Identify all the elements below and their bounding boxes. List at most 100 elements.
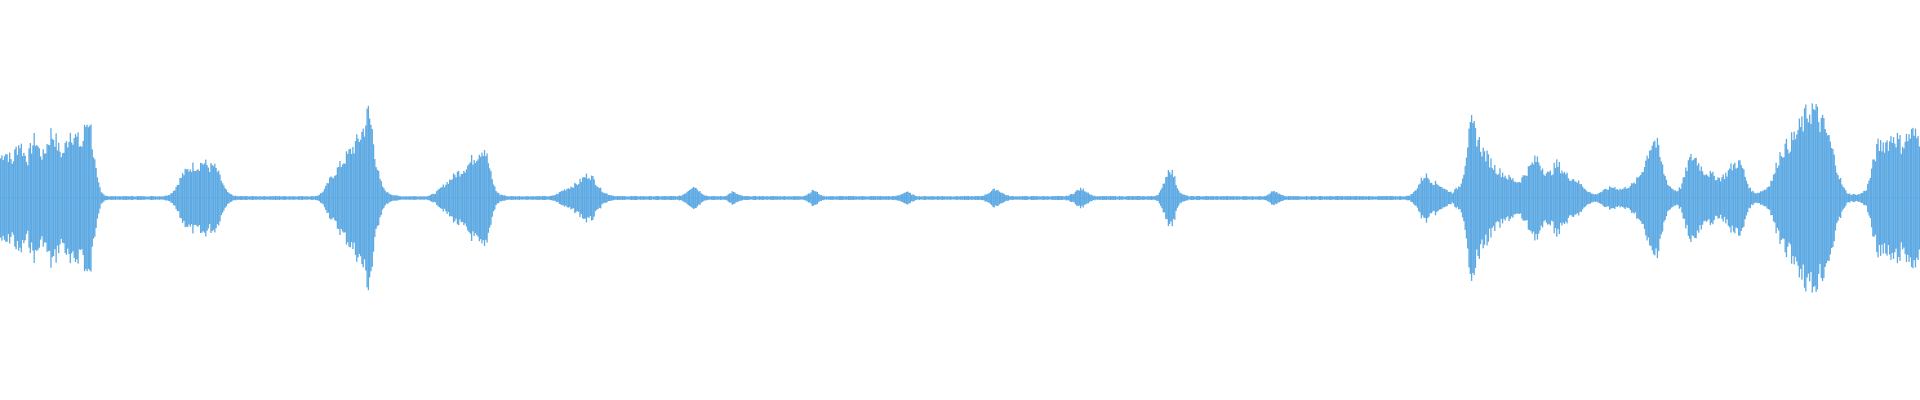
waveform-bar [1012,196,1015,200]
waveform-bar [883,196,886,200]
waveform-bar [1545,173,1548,223]
waveform-bar [929,196,931,200]
waveform-bar [678,195,680,201]
waveform-bar [1910,129,1913,267]
waveform-bar [1024,195,1026,201]
waveform-bar [1205,195,1207,200]
waveform-bar [730,193,732,203]
waveform-bar [923,195,926,201]
waveform-bar [51,138,53,258]
waveform-bar [638,196,640,200]
waveform-bar [446,182,448,214]
waveform-bar [81,146,83,250]
waveform-bar [505,196,508,200]
waveform-bar [1900,153,1902,243]
waveform-bar [1401,196,1403,200]
waveform-bar [1820,117,1822,279]
waveform-bar [1149,196,1151,200]
waveform-bar [1683,177,1686,219]
waveform-bar [585,173,588,223]
waveform-bar [1794,139,1797,257]
waveform-bar [407,196,410,200]
waveform-bar [1689,157,1691,239]
waveform-bar [237,196,239,200]
waveform-bar [384,190,386,206]
waveform-bar [381,186,384,210]
waveform-bar [646,196,648,200]
waveform-bar [327,183,330,213]
waveform-bar [1717,177,1719,219]
waveform-bar [757,196,759,200]
waveform-bar [1034,196,1037,200]
waveform-bar [1849,193,1851,203]
waveform-bar [1363,196,1366,200]
waveform-bar [1215,196,1217,200]
waveform-bar [1704,175,1706,221]
waveform-bar [1592,193,1594,203]
waveform-bar [54,146,56,250]
waveform-bar [849,196,851,200]
waveform-bar [1209,196,1211,200]
waveform-bar [993,188,995,208]
waveform-bar [1023,196,1025,200]
waveform-bar [904,192,906,204]
waveform-bar [1322,196,1324,200]
waveform-bar [1221,196,1224,200]
waveform-bar [197,169,199,227]
waveform-bar [765,196,767,200]
waveform-bar [1482,147,1484,249]
waveform-bar [152,196,154,200]
waveform-bar [1282,195,1284,201]
waveform-bar [1134,196,1136,200]
waveform-bar [665,196,668,200]
waveform-bar [579,178,581,218]
waveform-bar [1843,188,1846,208]
waveform-bar [108,196,110,200]
waveform-bar [189,169,191,227]
waveform-bar [476,160,478,236]
waveform-bar [590,175,593,221]
waveform-bar [998,191,1000,205]
waveform-bar [1165,177,1167,219]
waveform-bar [1136,196,1139,200]
waveform-bar [1,155,3,241]
waveform-bar [1560,173,1562,223]
waveform-bar [561,190,563,206]
waveform-bar [251,195,253,201]
waveform-bar [1815,104,1817,292]
waveform-bar [1108,196,1110,200]
waveform-bar [187,168,189,228]
waveform-bar [1692,159,1695,237]
waveform-bar [823,195,825,201]
waveform-bar [540,196,542,200]
waveform-bar [1038,196,1040,200]
waveform-bar [1365,196,1367,200]
waveform-bar [907,191,909,205]
waveform-bar [854,196,856,200]
waveform-bar [930,196,932,200]
waveform-bar [1450,191,1452,205]
waveform-bar [1325,196,1327,200]
waveform-bar [1669,186,1671,210]
waveform-bar [1744,176,1746,220]
waveform-bar [803,195,806,201]
waveform-bar [1107,196,1109,200]
waveform-bar [948,196,950,200]
waveform-bar [774,196,776,200]
waveform-bar [687,191,690,205]
waveform-bar [131,195,133,201]
waveform-bar [1748,188,1750,208]
waveform-bar [1510,179,1513,217]
waveform-bar [1116,196,1118,200]
waveform-bar [190,171,193,225]
waveform-bar [1891,143,1893,253]
waveform-bar [1103,195,1105,201]
waveform-bar [410,196,412,200]
waveform-bar [165,195,167,201]
waveform-bar [772,196,775,200]
waveform-bar [818,194,820,202]
waveform-bar [957,196,959,200]
waveform-bar [949,196,951,200]
